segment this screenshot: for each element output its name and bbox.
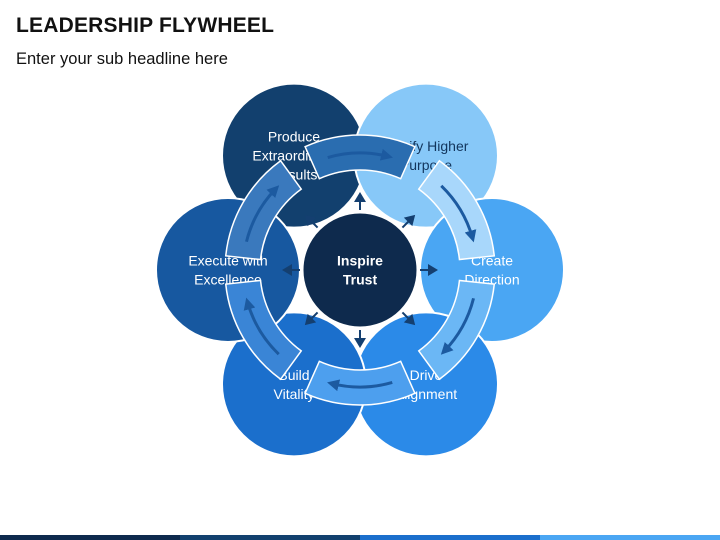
page-subtitle: Enter your sub headline here (16, 50, 228, 68)
page-title: LEADERSHIP FLYWHEEL (16, 14, 275, 37)
ring-segment (304, 134, 416, 180)
center-arrow-icon (403, 313, 416, 326)
flow-arrow (243, 297, 280, 356)
flow-arrow (327, 379, 393, 392)
center-arrow-icon (403, 214, 416, 227)
bottom-bar-segment (180, 535, 360, 540)
ring-segment (224, 159, 303, 261)
center-label: Trust (343, 272, 378, 288)
flow-arrow (327, 148, 393, 161)
bottom-accent-bar (0, 535, 720, 540)
center-arrow-icon (304, 313, 317, 326)
node-circle (155, 197, 301, 343)
center-label: Inspire (337, 253, 383, 269)
flow-arrow (245, 185, 280, 243)
node-label: Vitality (274, 386, 315, 402)
ring-segment (417, 279, 496, 381)
bottom-bar-segment (0, 535, 180, 540)
ring-segment (304, 360, 416, 406)
center-arrow-icon (304, 214, 317, 227)
flow-arrow (440, 297, 475, 355)
bottom-bar-segment (360, 535, 540, 540)
flow-arrow (440, 184, 477, 243)
center-circle (300, 210, 420, 330)
bottom-bar-segment (540, 535, 720, 540)
center-arrow-icon (428, 264, 438, 276)
center-arrow-icon (354, 338, 366, 348)
center-arrow-icon (354, 192, 366, 202)
node-label: Produce (268, 129, 320, 145)
center-arrow-icon (282, 264, 292, 276)
